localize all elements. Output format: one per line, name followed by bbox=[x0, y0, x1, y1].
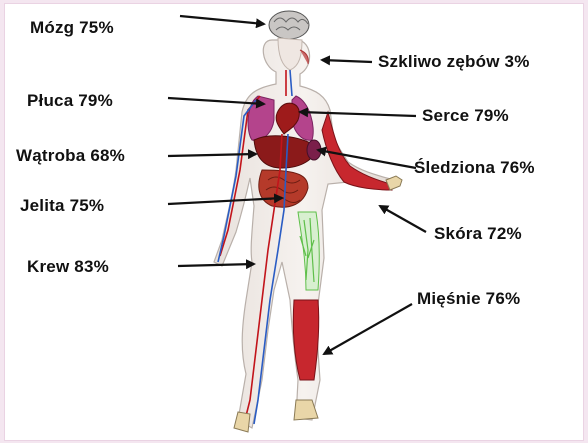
arrow-skin bbox=[380, 206, 426, 232]
label-enamel: Szkliwo zębów 3% bbox=[378, 52, 530, 72]
brain-icon bbox=[269, 11, 309, 39]
arrow-enamel bbox=[322, 60, 372, 62]
label-lungs: Płuca 79% bbox=[27, 91, 113, 111]
calf-muscle-icon bbox=[293, 300, 319, 380]
label-muscles: Mięśnie 76% bbox=[417, 289, 520, 309]
arrow-muscles bbox=[324, 304, 412, 354]
arrow-blood bbox=[178, 264, 254, 266]
label-intestines: Jelita 75% bbox=[20, 196, 104, 216]
label-liver: Wątroba 68% bbox=[16, 146, 125, 166]
label-blood: Krew 83% bbox=[27, 257, 109, 277]
label-spleen: Śledziona 76% bbox=[414, 158, 535, 178]
label-heart: Serce 79% bbox=[422, 106, 509, 126]
arrow-brain bbox=[180, 16, 264, 24]
label-brain: Mózg 75% bbox=[30, 18, 114, 38]
label-skin: Skóra 72% bbox=[434, 224, 522, 244]
left-foot-icon bbox=[234, 412, 250, 432]
